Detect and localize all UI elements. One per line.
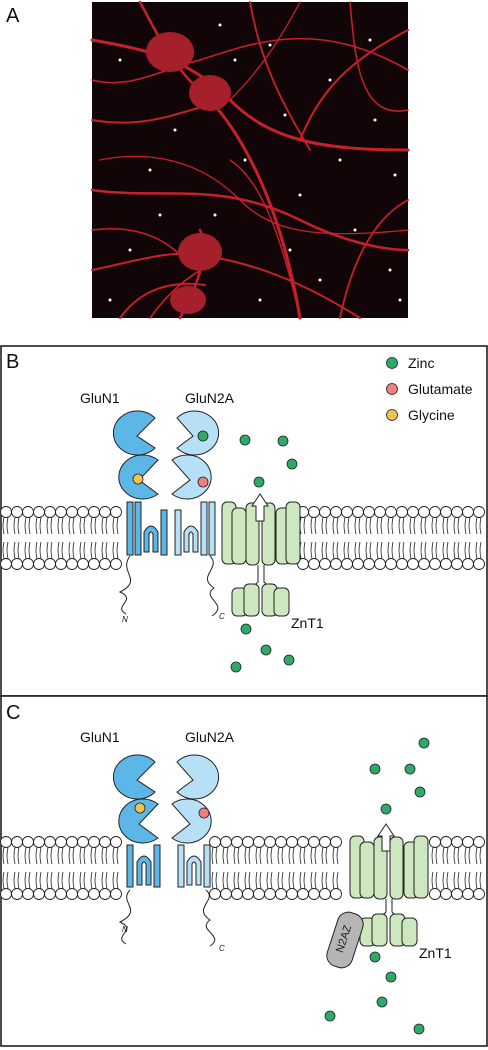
znt1-transporter <box>221 501 301 617</box>
lipid-bilayer <box>0 836 485 900</box>
legend-item-zinc: Zinc <box>386 355 434 371</box>
panel-c: C GluN1 GluN2A ZnT1 N C <box>0 695 488 1047</box>
znt1-label: ZnT1 <box>291 615 324 631</box>
neuron-micrograph <box>90 0 410 320</box>
n-terminus-label: N <box>122 615 128 624</box>
panel-b: B Zinc Glutamate Glycine GluN1 GluN2A Zn… <box>0 345 488 697</box>
svg-text:Glycine: Glycine <box>408 407 455 423</box>
n2az-antibody: N2AZ <box>326 911 364 969</box>
znt1-transporter <box>349 835 429 947</box>
glutamate-ligand <box>198 807 210 819</box>
panel-b-letter: B <box>6 351 19 373</box>
n-terminus-label: N <box>122 925 128 934</box>
c-terminus-label: C <box>219 944 225 953</box>
glycine-ligand <box>132 473 144 485</box>
panel-c-letter: C <box>6 702 20 724</box>
zinc-ions <box>230 434 298 673</box>
glun1-label: GluN1 <box>80 390 120 406</box>
glun1-subunit <box>113 754 161 945</box>
panel-a-letter: A <box>6 5 20 27</box>
legend-item-glycine: Glycine <box>386 407 455 423</box>
glun2a-label: GluN2A <box>185 729 235 745</box>
glun2a-subunit <box>171 410 219 617</box>
zinc-efflux-arrow <box>377 823 395 852</box>
glun2a-label: GluN2A <box>185 390 235 406</box>
lipid-bilayer <box>0 506 485 570</box>
c-terminus-label: C <box>219 612 225 621</box>
zinc-bound-to-glun2a <box>197 430 209 442</box>
glun1-label: GluN1 <box>80 729 120 745</box>
legend: Zinc Glutamate Glycine <box>386 355 473 423</box>
svg-text:Glutamate: Glutamate <box>408 381 473 397</box>
legend-item-glutamate: Glutamate <box>386 381 473 397</box>
glycine-ligand <box>134 802 146 814</box>
znt1-label: ZnT1 <box>419 945 452 961</box>
svg-text:Zinc: Zinc <box>408 355 434 371</box>
glun1-subunit <box>113 410 168 615</box>
zinc-ions <box>324 737 430 1035</box>
glutamate-ligand <box>197 476 209 488</box>
zinc-efflux-arrow <box>251 493 269 522</box>
glun2a-subunit <box>171 754 219 947</box>
